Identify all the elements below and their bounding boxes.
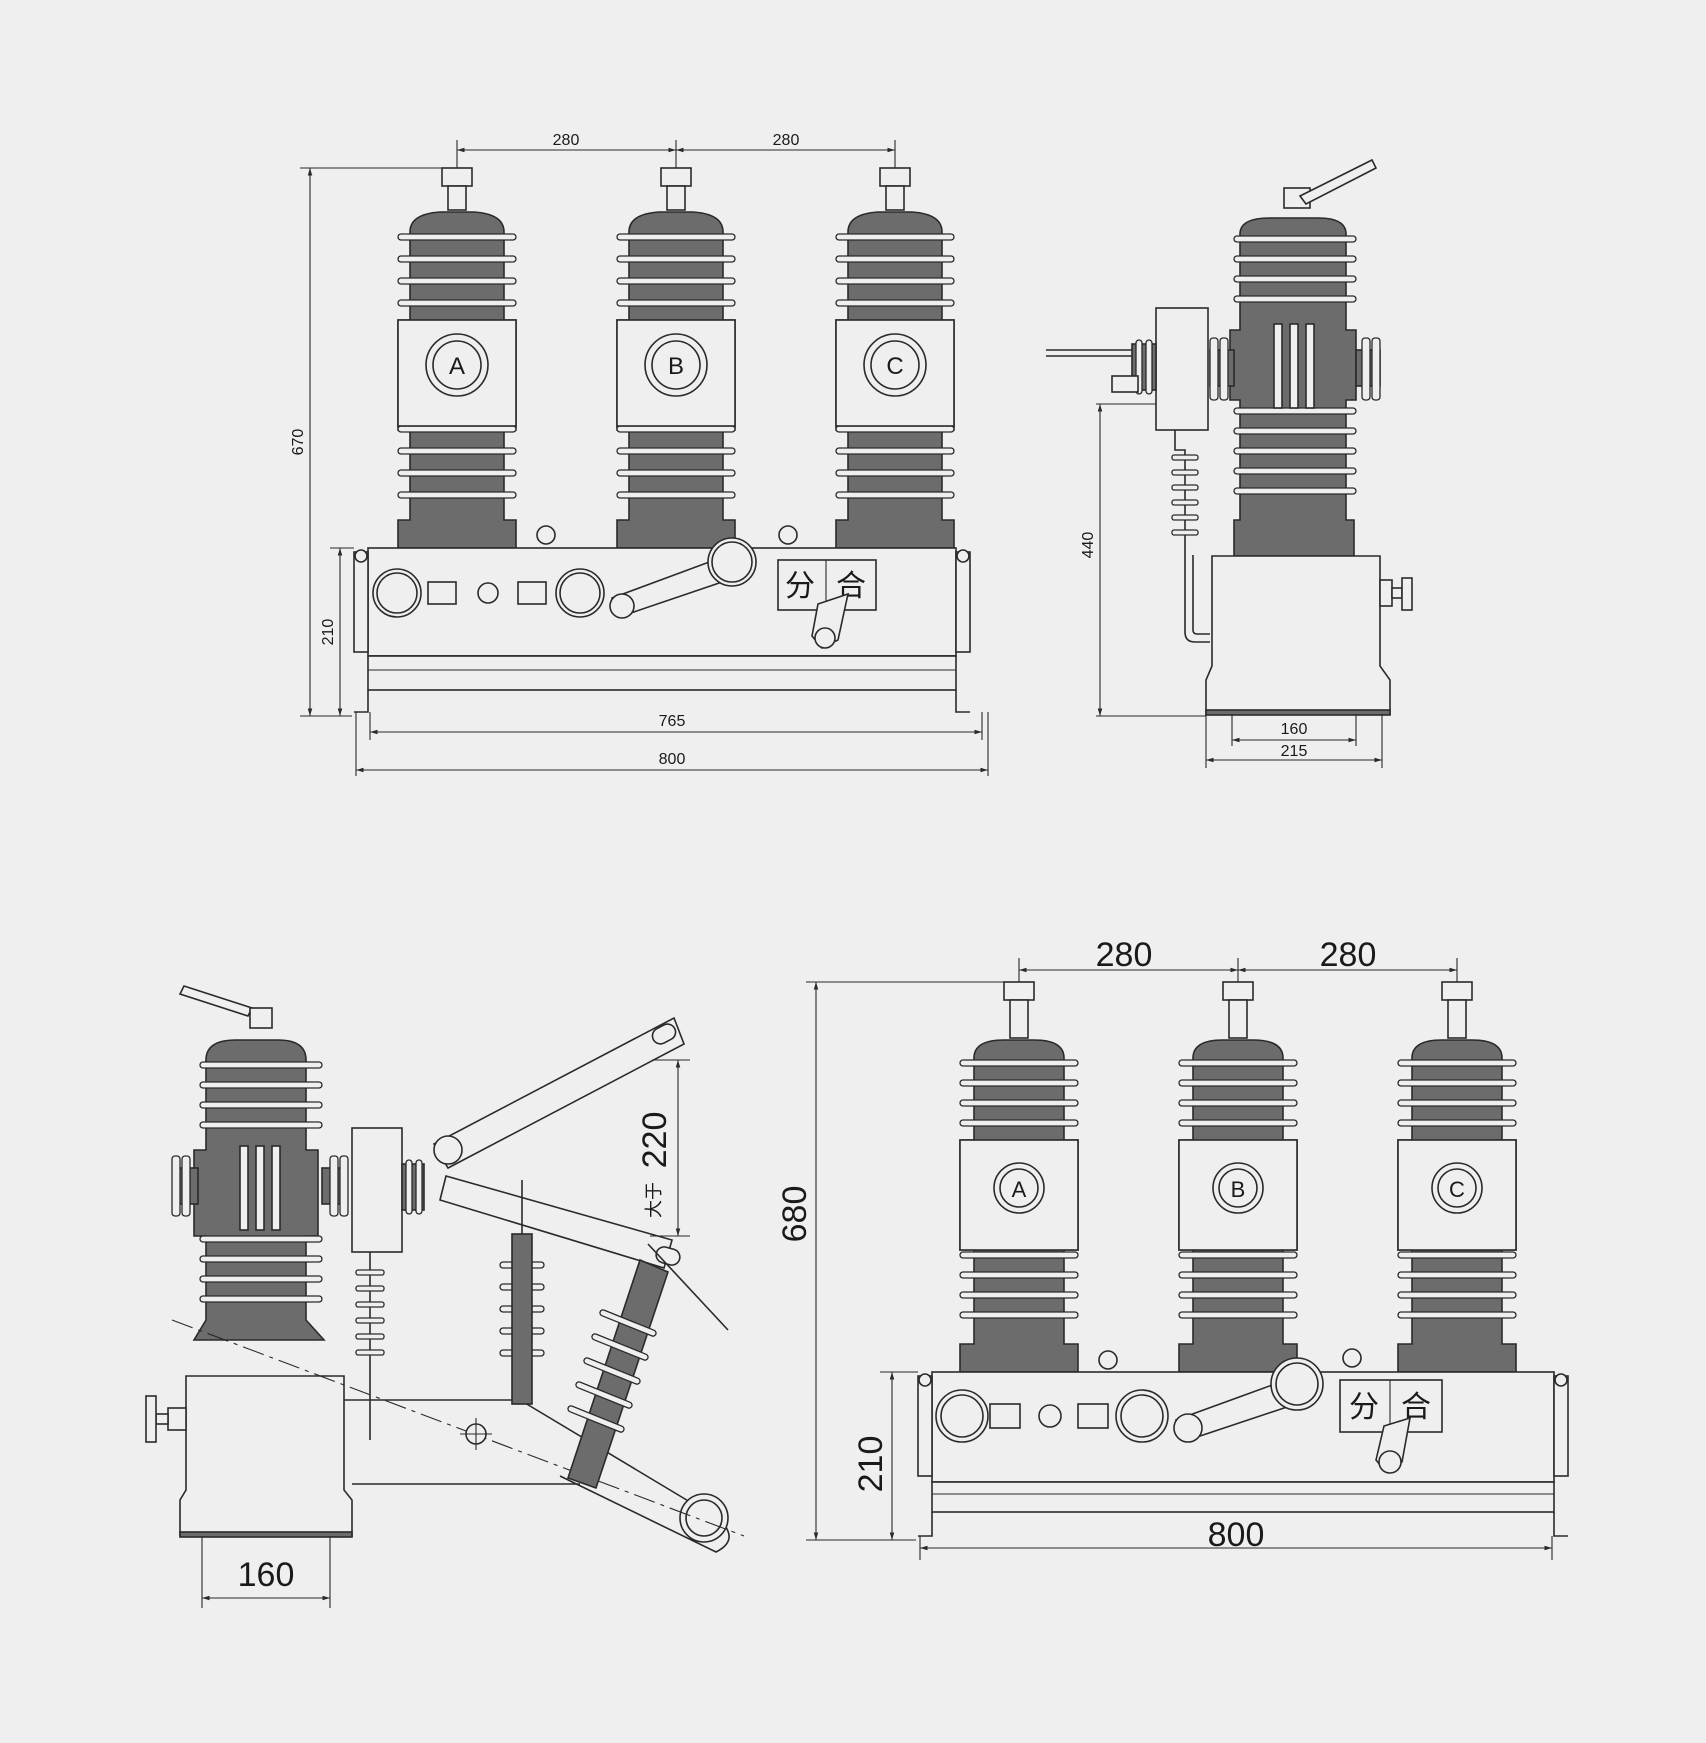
- dim-base-height-2: 210: [852, 1436, 890, 1493]
- dim-base-height: 210: [320, 619, 337, 646]
- phase-label-b: B: [668, 353, 684, 380]
- front-view-bottom: A B: [776, 936, 1569, 1560]
- front-view-top: A B: [290, 132, 989, 776]
- insulator-column-b-2: B: [1178, 981, 1298, 1373]
- phase-label-a-2: A: [1012, 1177, 1027, 1202]
- insulator-column-a: A: [397, 167, 517, 549]
- phase-label-c-2: C: [1449, 1177, 1465, 1202]
- phase-label-a: A: [449, 353, 465, 380]
- dim-outer-width-2: 800: [1208, 1516, 1265, 1554]
- dim-lever-caption: 大于: [644, 1182, 665, 1218]
- phase-label-c: C: [886, 353, 903, 380]
- front-bottom-dimensions: 280 280 680 210 800: [776, 936, 1553, 1560]
- insulator-column-b: B: [616, 167, 736, 549]
- dim-spacing-1-2: 280: [1096, 936, 1153, 974]
- mechanism-box-2: 分 合: [917, 1357, 1569, 1537]
- dim-outer-width: 800: [659, 751, 686, 768]
- dim-inner-width: 765: [659, 713, 686, 730]
- front-top-dimensions: 280 280 670 210 765 800: [290, 132, 989, 776]
- side-view-top: 440 160 215: [1046, 158, 1413, 768]
- mechanism-box: 分 合: [353, 537, 971, 713]
- dim-base-width: 160: [238, 1556, 295, 1594]
- insulator-column-a-2: A: [959, 981, 1079, 1373]
- insulator-column-c: C: [835, 167, 955, 549]
- dim-lever-height: 220: [636, 1112, 674, 1169]
- dim-spacing-1: 280: [553, 132, 580, 149]
- dim-side-height: 440: [1080, 532, 1097, 559]
- dim-side-outer-width: 215: [1281, 743, 1308, 760]
- phase-label-b-2: B: [1231, 1177, 1246, 1202]
- dim-height-total: 670: [290, 429, 307, 456]
- open-label: 分: [785, 569, 815, 604]
- dim-height-total-2: 680: [776, 1186, 814, 1243]
- dim-side-inner-width: 160: [1281, 721, 1308, 738]
- side-view-bottom: 220 大于 160: [145, 985, 745, 1608]
- open-label-2: 分: [1349, 1390, 1379, 1425]
- dim-spacing-2: 280: [773, 132, 800, 149]
- insulator-column-c-2: C: [1397, 981, 1517, 1373]
- dim-spacing-2-2: 280: [1320, 936, 1377, 974]
